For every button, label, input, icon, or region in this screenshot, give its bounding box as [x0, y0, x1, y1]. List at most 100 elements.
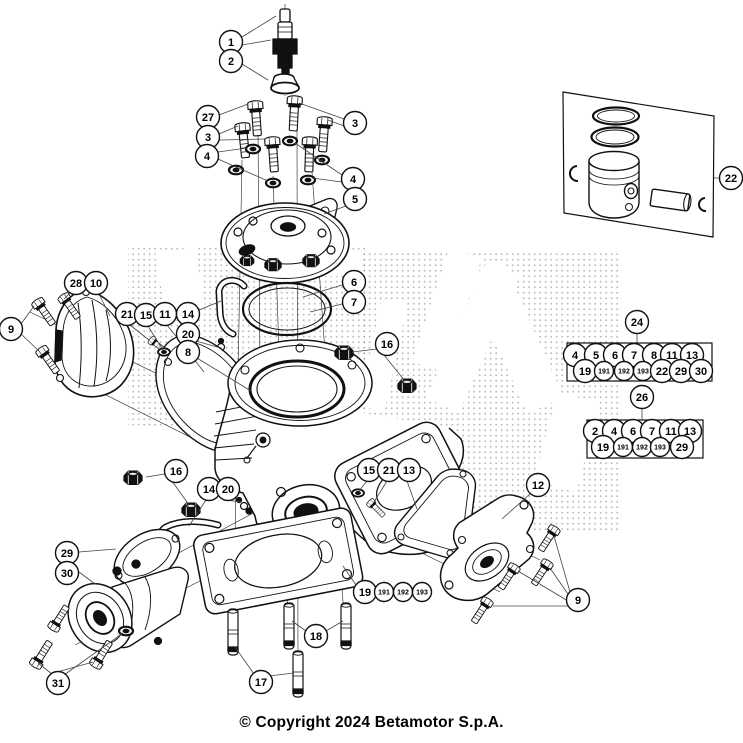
callout-191[interactable]: 191: [593, 360, 615, 382]
callout-26[interactable]: 26: [629, 384, 655, 410]
callout-30[interactable]: 30: [688, 358, 714, 384]
callout-16[interactable]: 16: [374, 331, 400, 357]
svg-text:20: 20: [222, 484, 234, 496]
svg-text:4: 4: [350, 174, 357, 186]
svg-text:21: 21: [121, 309, 133, 321]
svg-text:24: 24: [631, 317, 644, 329]
svg-text:3: 3: [352, 118, 358, 130]
svg-text:191: 191: [598, 369, 610, 376]
callout-28[interactable]: 28: [63, 270, 89, 296]
callout-18[interactable]: 18: [303, 623, 329, 649]
svg-text:14: 14: [182, 309, 195, 321]
svg-text:191: 191: [378, 590, 390, 597]
callout-22[interactable]: 22: [649, 358, 675, 384]
callout-1[interactable]: 1: [218, 29, 244, 55]
callout-22[interactable]: 22: [718, 165, 743, 191]
callout-9[interactable]: 9: [565, 587, 591, 613]
svg-text:4: 4: [204, 151, 211, 163]
spark-plug-drawing: [272, 8, 298, 75]
callout-19[interactable]: 19: [352, 579, 378, 605]
svg-text:192: 192: [636, 445, 648, 452]
svg-text:11: 11: [665, 426, 677, 438]
callout-30[interactable]: 30: [54, 560, 80, 586]
svg-text:7: 7: [649, 426, 655, 438]
callout-8[interactable]: 8: [175, 339, 201, 365]
svg-text:9: 9: [575, 595, 581, 607]
svg-text:30: 30: [695, 366, 707, 378]
callout-12[interactable]: 12: [525, 472, 551, 498]
callout-10[interactable]: 10: [83, 270, 109, 296]
callout-4[interactable]: 4: [194, 143, 220, 169]
svg-text:12: 12: [532, 480, 544, 492]
callout-19[interactable]: 19: [590, 434, 616, 460]
callout-3[interactable]: 3: [342, 110, 368, 136]
svg-text:11: 11: [159, 309, 171, 321]
svg-text:2: 2: [228, 56, 234, 68]
callout-21[interactable]: 21: [376, 457, 402, 483]
intake-manifold-drawing: [27, 559, 189, 672]
svg-text:8: 8: [185, 347, 191, 359]
callout-5[interactable]: 5: [342, 186, 368, 212]
svg-text:8: 8: [651, 350, 657, 362]
callout-193[interactable]: 193: [649, 436, 671, 458]
callout-27[interactable]: 27: [195, 104, 221, 130]
callout-192[interactable]: 192: [631, 436, 653, 458]
svg-text:31: 31: [52, 678, 64, 690]
callout-192[interactable]: 192: [613, 360, 635, 382]
callout-11[interactable]: 11: [152, 301, 178, 327]
side-cover-right-drawing: [351, 468, 562, 627]
leader-lines: [20, 15, 719, 677]
svg-text:13: 13: [403, 465, 415, 477]
svg-text:22: 22: [656, 366, 668, 378]
plug-seat-drawing: [270, 73, 300, 95]
callout-15[interactable]: 15: [356, 457, 382, 483]
callout-16[interactable]: 16: [163, 458, 189, 484]
callout-31[interactable]: 31: [45, 670, 71, 696]
svg-text:22: 22: [725, 173, 737, 185]
svg-text:21: 21: [383, 465, 395, 477]
svg-text:4: 4: [572, 350, 579, 362]
svg-text:3: 3: [205, 132, 211, 144]
callout-13[interactable]: 13: [396, 457, 422, 483]
callout-2[interactable]: 2: [218, 48, 244, 74]
svg-text:193: 193: [654, 445, 666, 452]
copyright-text: © Copyright 2024 Betamotor S.p.A.: [239, 714, 504, 731]
callout-193[interactable]: 193: [632, 360, 654, 382]
svg-text:192: 192: [397, 590, 409, 597]
callout-21[interactable]: 21: [114, 301, 140, 327]
callout-29[interactable]: 29: [668, 358, 694, 384]
svg-text:1: 1: [228, 37, 234, 49]
svg-text:28: 28: [70, 278, 82, 290]
callout-4[interactable]: 4: [340, 166, 366, 192]
callout-192[interactable]: 192: [392, 581, 414, 603]
svg-text:26: 26: [636, 392, 648, 404]
callout-20[interactable]: 20: [175, 321, 201, 347]
svg-text:13: 13: [684, 426, 696, 438]
svg-text:17: 17: [255, 677, 267, 689]
callout-20[interactable]: 20: [215, 476, 241, 502]
callout-191[interactable]: 191: [612, 436, 634, 458]
svg-text:191: 191: [617, 445, 629, 452]
svg-text:29: 29: [61, 548, 73, 560]
callout-7[interactable]: 7: [341, 289, 367, 315]
svg-text:5: 5: [352, 194, 358, 206]
halftone-watermark: [128, 246, 622, 533]
callout-15[interactable]: 15: [133, 302, 159, 328]
callout-193[interactable]: 193: [411, 581, 433, 603]
callout-9[interactable]: 9: [0, 316, 24, 342]
valve-cover-left-drawing: [30, 287, 135, 398]
svg-text:6: 6: [612, 350, 618, 362]
callout-24[interactable]: 24: [624, 309, 650, 335]
callout-19[interactable]: 19: [572, 358, 598, 384]
svg-text:27: 27: [202, 112, 214, 124]
svg-text:11: 11: [666, 350, 678, 362]
callout-14[interactable]: 14: [175, 301, 201, 327]
callout-17[interactable]: 17: [248, 669, 274, 695]
callout-191[interactable]: 191: [373, 581, 395, 603]
svg-text:30: 30: [61, 568, 73, 580]
svg-text:193: 193: [637, 369, 649, 376]
callout-29[interactable]: 29: [669, 434, 695, 460]
